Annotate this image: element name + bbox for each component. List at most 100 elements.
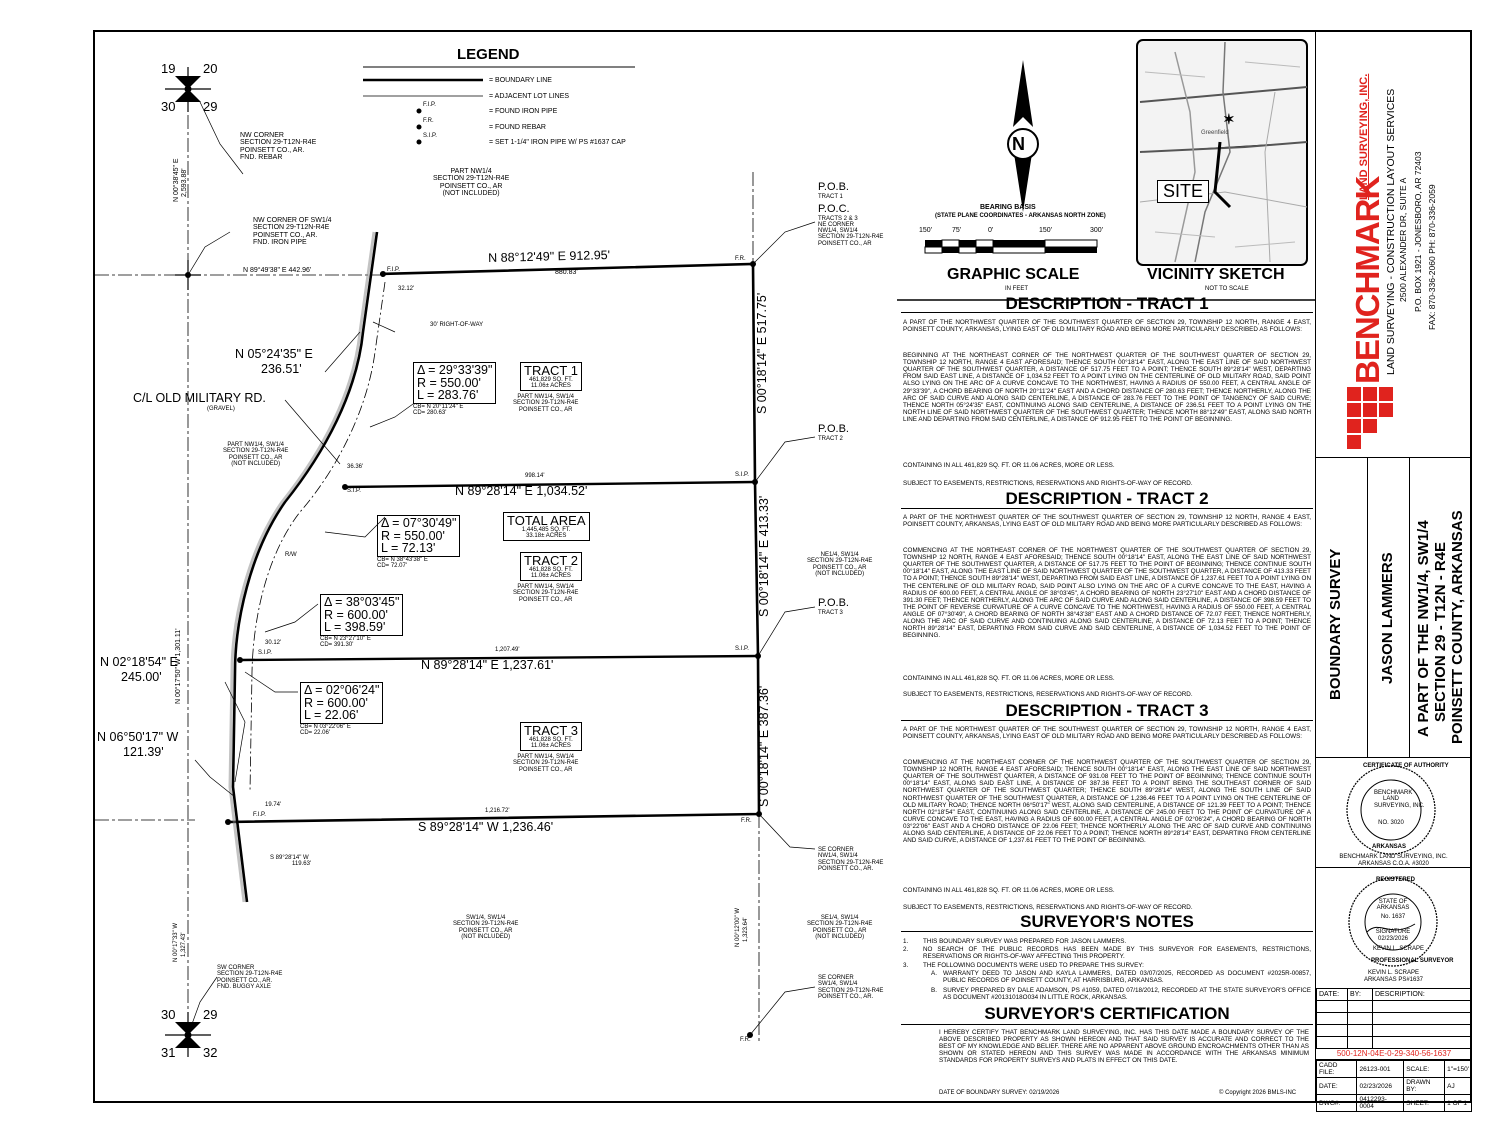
certification-text: I HEREBY CERTIFY THAT BENCHMARK LAND SUR… [939, 1029, 1309, 1065]
copyright: © Copyright 2026 BMLS-INC [1219, 1090, 1297, 1096]
east-line-course1: S 00°18'14" E 517.75' [755, 292, 769, 414]
desc-tract3-p2: COMMENCING AT THE NORTHEAST CORNER OF TH… [903, 759, 1311, 845]
fr-marker-ne [750, 261, 756, 267]
bearing-basis-subtitle: (STATE PLANE COORDINATES - ARKANSAS NORT… [935, 213, 1106, 219]
scale-tick: 300' [1090, 227, 1104, 234]
survey-date: DATE OF BOUNDARY SURVEY: 02/19/2026 [939, 1090, 1060, 1096]
surveyor-license: ARKANSAS PS#1637 [1363, 977, 1424, 983]
road-gravel [228, 231, 376, 903]
sip-label: S.I.P. [735, 472, 749, 478]
road-surface-label: (GRAVEL) [207, 406, 235, 412]
east-line-course2: S 00°18'14" E 413.33' [757, 495, 771, 617]
west-line-south-bearing: N 00°17'33" W [173, 922, 179, 962]
curve2-data: Δ = 07°30'49"R = 550.00'L = 72.13' CB= N… [377, 515, 461, 569]
firm-name: BENCHMARK LAND SURVEYING, INC. [1339, 854, 1448, 860]
fip-label: F.I.P. [387, 267, 400, 273]
revision-table: DATE: BY: DESCRIPTION: [1316, 988, 1472, 1049]
course-b3-distance: 121.39' [123, 745, 164, 759]
plat-drawing: ✶ [95, 39, 1315, 1057]
svg-text:✶: ✶ [1223, 111, 1235, 127]
certificate-of-authority-seal [1346, 765, 1436, 855]
east-line-course3: S 00°18'14" E 387.36' [757, 685, 771, 807]
curve1-data: Δ = 29°33'39"R = 550.00'L = 283.76' CB= … [413, 362, 497, 416]
tract2-label: TRACT 2 461,828 SQ. FT. 11.06± ACRES [520, 552, 582, 582]
curve4-data: Δ = 02°06'24"R = 600.00'L = 22.06' CB= N… [300, 682, 384, 736]
seal2-date: 02/23/2026 [1377, 936, 1409, 942]
west-line-north-distance: 2,593.88' [181, 168, 188, 197]
note-2: NO SEARCH OF THE PUBLIC RECORDS HAS BEEN… [923, 946, 1311, 961]
north-line-sub-distance: 880.83' [555, 269, 578, 276]
company-name-suffix: LAND SURVEYING, INC. [1358, 73, 1370, 200]
section-number: 29 [203, 99, 218, 114]
drawing-info-table: CADD FILE:26123-001 SCALE:1"=150' DATE:0… [1315, 1060, 1472, 1112]
fr-label: F.R. [741, 818, 752, 824]
sip-marker-pob3 [755, 653, 761, 659]
desc-tract3-p3: CONTAINING IN ALL 461,828 SQ. FT. OR 11.… [903, 887, 1115, 894]
vicinity-site-label: SITE [1157, 180, 1210, 203]
distance-label: 19.74' [265, 802, 282, 808]
scale-tick: 75' [952, 227, 962, 234]
desc-tract1-p2: BEGINNING AT THE NORTHEAST CORNER OF THE… [903, 352, 1311, 423]
client-name: JASON LAMMERS [1379, 552, 1396, 684]
desc-tract1-p3: CONTAINING IN ALL 461,829 SQ. FT. OR 11.… [903, 462, 1115, 469]
vicinity-title: VICINITY SKETCH [1147, 266, 1285, 283]
desc-tract2-p4: SUBJECT TO EASEMENTS, RESTRICTIONS, RESE… [903, 691, 1193, 698]
tract-line-1-2 [344, 480, 756, 489]
location-line-2: SECTION 29 - T12N - R4E [1432, 541, 1449, 722]
course-b3-bearing: N 06°50'17" W [97, 730, 179, 744]
location-line-3: POINSETT COUNTY, ARKANSAS [1449, 510, 1466, 744]
company-address-2: P.O. BOX 1921 - JONESBORO, AR 72403 [1413, 151, 1423, 312]
distance-label: 32.12' [398, 286, 415, 292]
north-arrow-letter: N [1012, 134, 1025, 154]
legend-found-rebar: = FOUND REBAR [489, 124, 546, 131]
legend-found-iron-pipe: = FOUND IRON PIPE [489, 108, 558, 115]
road-name-label: C/L OLD MILITARY RD. [133, 391, 266, 405]
note-1: THIS BOUNDARY SURVEY WAS PREPARED FOR JA… [923, 938, 1127, 945]
company-name: BENCHMARK [1349, 176, 1386, 384]
graphic-scale-bar [924, 239, 1098, 254]
location-line-1: A PART OF THE NW1/4, SW1/4 [1415, 520, 1432, 737]
course1-distance: 236.51' [261, 362, 302, 376]
north-arrow [1007, 60, 1039, 212]
seal1-bottom: ARKANSAS [1372, 844, 1407, 850]
course1-bearing: N 05°24'35" E [235, 347, 313, 361]
vicinity-subtitle: NOT TO SCALE [1205, 286, 1249, 292]
mid-line1-sub-distance: 998.14' [525, 473, 545, 479]
note-3a: WARRANTY DEED TO JASON AND KAYLA LAMMERS… [943, 970, 1311, 985]
right-of-way-label: 30' RIGHT-OF-WAY [430, 322, 484, 328]
survey-type: BOUNDARY SURVEY [1327, 548, 1344, 700]
rev-date-header: DATE: [1316, 988, 1348, 1001]
seal1-top: CERTIFICATE OF AUTHORITY [1363, 763, 1449, 769]
total-area-label: TOTAL AREA 1,445,485 SQ. FT. 33.18± ACRE… [503, 512, 590, 542]
scale-tick: 150' [1039, 227, 1053, 234]
desc-tract1-p4: SUBJECT TO EASEMENTS, RESTRICTIONS, RESE… [903, 480, 1193, 487]
bearing-basis-title: BEARING BASIS [980, 204, 1036, 211]
south-line-sub-distance: 1,216.72' [485, 808, 510, 814]
sip-label: S.I.P. [258, 650, 272, 656]
desc-tract1-title: DESCRIPTION - TRACT 1 [1005, 294, 1209, 313]
legend-boundary-line: = BOUNDARY LINE [489, 77, 552, 84]
seal1-number: NO. 3020 [1378, 820, 1404, 826]
section-number: 30 [161, 1007, 176, 1022]
desc-tract3-p1: A PART OF THE NORTHWEST QUARTER OF THE S… [903, 726, 1311, 741]
legend-adjacent-lot-lines: = ADJACENT LOT LINES [489, 93, 570, 100]
graphic-scale-units: IN FEET [1005, 286, 1029, 292]
west-line-north-bearing: N 00°38'45" E [173, 158, 180, 202]
distance-label: 36.36' [347, 464, 364, 470]
vicinity-place-label: Greenfield [1201, 130, 1229, 136]
section-number: 32 [203, 1045, 218, 1060]
sip-label: S.I.P. [347, 488, 361, 494]
desc-tract3-title: DESCRIPTION - TRACT 3 [1005, 701, 1209, 720]
scale-tick: 0' [988, 227, 994, 234]
